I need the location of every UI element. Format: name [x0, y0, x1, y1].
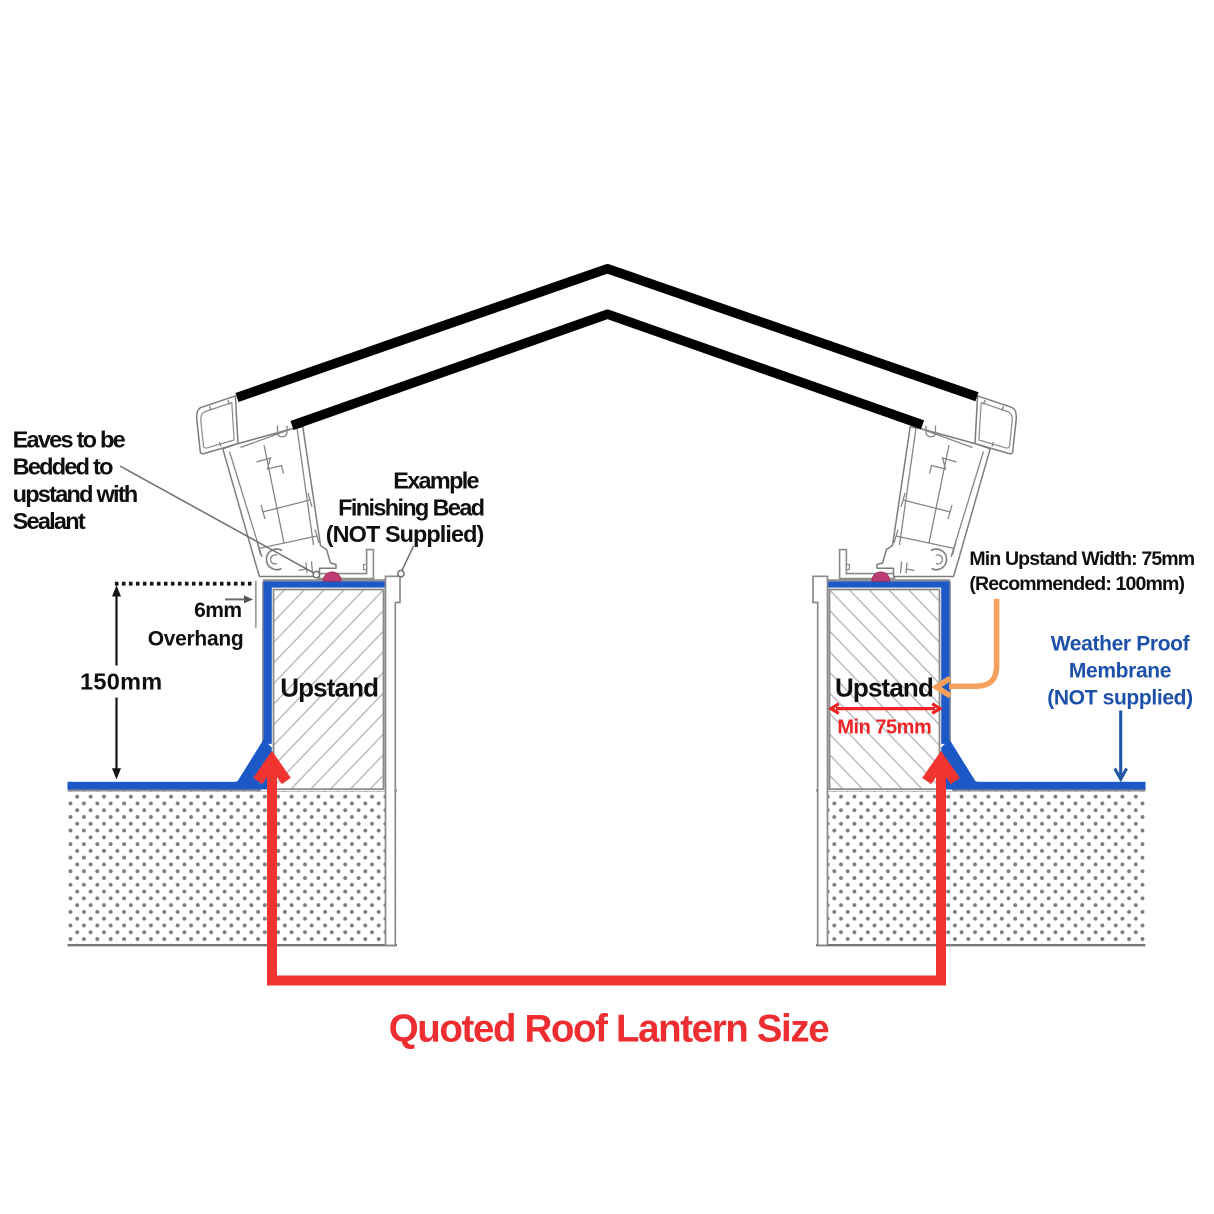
svg-text:Finishing Bead: Finishing Bead [338, 494, 484, 520]
svg-text:(NOT supplied): (NOT supplied) [1047, 686, 1193, 709]
svg-text:Sealant: Sealant [13, 508, 86, 534]
svg-text:(NOT Supplied): (NOT Supplied) [326, 521, 484, 547]
svg-text:Upstand: Upstand [280, 672, 378, 702]
svg-text:Membrane: Membrane [1069, 659, 1171, 682]
svg-text:upstand with: upstand with [13, 481, 137, 507]
svg-text:Eaves to be: Eaves to be [13, 426, 126, 452]
svg-text:Min 75mm: Min 75mm [837, 717, 931, 739]
svg-text:(Recommended: 100mm): (Recommended: 100mm) [969, 573, 1184, 595]
svg-text:Upstand: Upstand [835, 672, 933, 702]
svg-text:6mm: 6mm [194, 599, 242, 622]
svg-text:Weather Proof: Weather Proof [1051, 632, 1191, 655]
svg-text:150mm: 150mm [80, 669, 163, 695]
svg-text:Min Upstand Width: 75mm: Min Upstand Width: 75mm [969, 548, 1194, 570]
svg-text:Overhang: Overhang [148, 627, 244, 650]
svg-text:Bedded to: Bedded to [13, 454, 114, 480]
svg-text:Example: Example [393, 468, 479, 494]
svg-text:Quoted Roof Lantern Size: Quoted Roof Lantern Size [389, 1008, 830, 1051]
